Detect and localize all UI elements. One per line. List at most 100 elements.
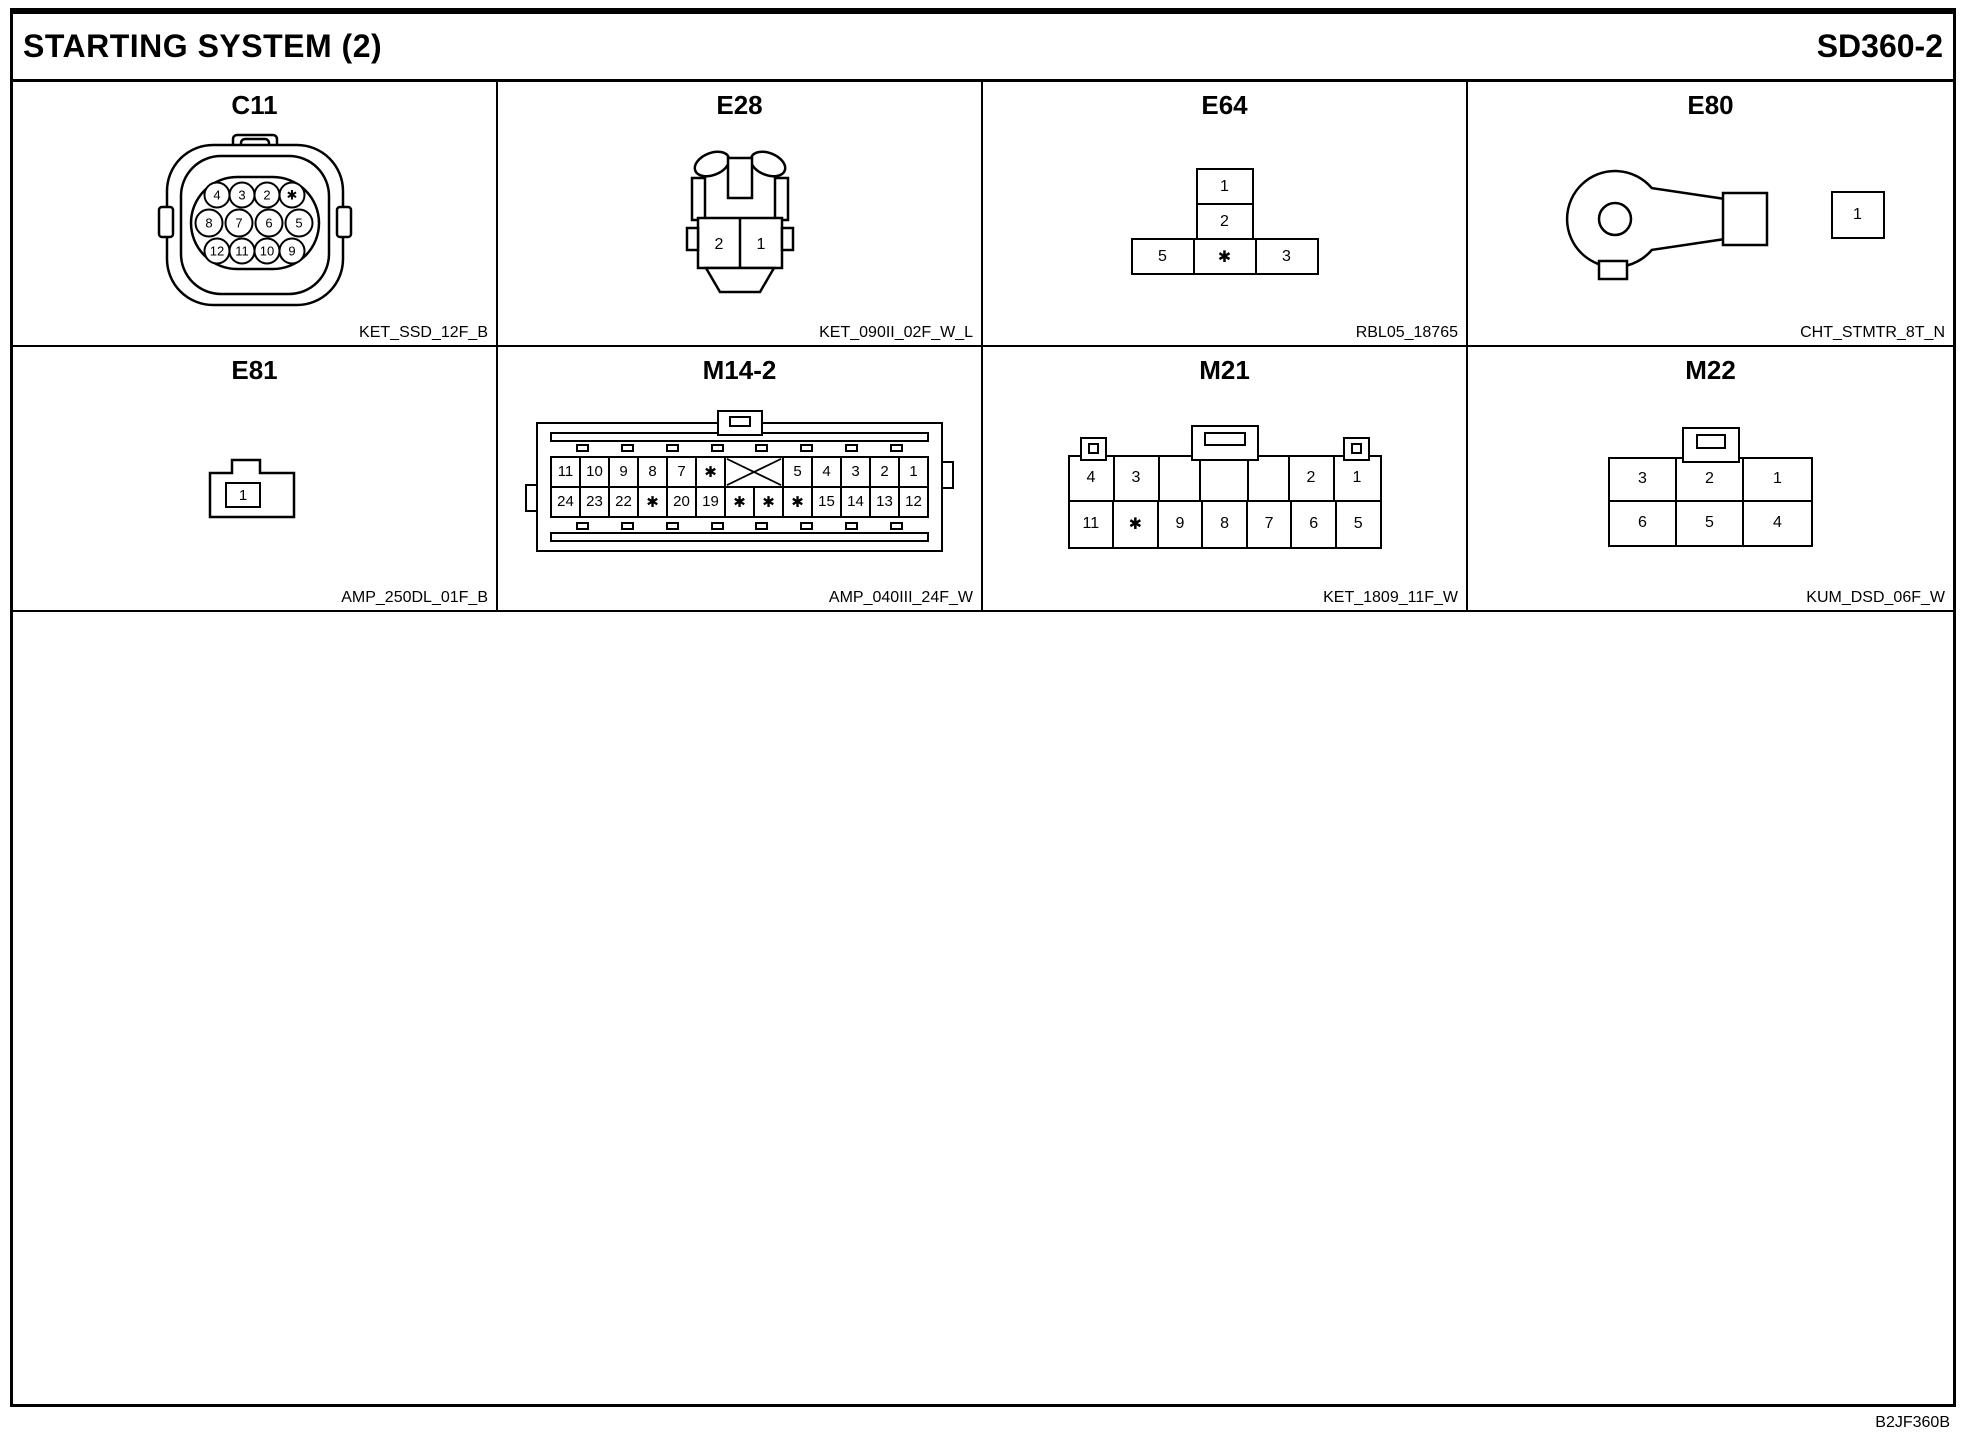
multi-pin-connector-illustration: 11 10 9 8 7 ✱: [525, 409, 954, 552]
page-code: SD360-2: [1816, 28, 1943, 64]
connector-wing: [1342, 436, 1370, 461]
top-rule: [10, 8, 1956, 14]
ring-terminal-illustration: 1: [1537, 147, 1885, 297]
pin-cell: 6: [1292, 501, 1337, 547]
pin-cell: 1: [1830, 190, 1885, 239]
pin-cell: 5: [782, 455, 813, 488]
pin-cell: 24: [550, 485, 581, 518]
pin-number: 5: [1705, 514, 1714, 531]
pin-number: 15: [818, 493, 835, 510]
pin-number: 1: [909, 463, 918, 480]
pin-cell: 2: [1290, 456, 1335, 500]
empty-panel: [13, 612, 1953, 1404]
pin-number: 9: [288, 243, 295, 258]
pin-cell: 3: [1254, 238, 1319, 275]
connector-cell-e81: E81 1 AMP_250DL_01F_B: [13, 347, 498, 612]
pin-row: 5 ✱ 3: [1130, 238, 1319, 275]
single-pin-connector-illustration: 1: [208, 458, 295, 518]
pin-cell: 1: [1744, 459, 1811, 502]
pin-cell: 1: [1335, 457, 1380, 500]
connector-ear: [941, 460, 954, 489]
connector-cell-e80: E80 1: [1468, 82, 1953, 347]
connector-body: 4 3 2 1 11 ✱ 9 8 7: [1067, 454, 1382, 549]
pin-cell: 7: [666, 455, 697, 488]
pin-row: 4 3 2 1: [1069, 456, 1380, 502]
connector-rail-teeth: [550, 443, 929, 452]
connector-part-number-e64: RBL05_18765: [1355, 324, 1458, 341]
connector-id-e64: E64: [1201, 90, 1248, 120]
pin-number: 8: [1220, 515, 1229, 532]
connector-id-m22: M22: [1685, 355, 1736, 385]
latch-legs: [1198, 456, 1249, 500]
pin-number: 3: [1638, 470, 1647, 487]
connector-part-number-m21: KET_1809_11F_W: [1323, 589, 1458, 606]
connector-cell-m21: M21 4 3 2 1: [983, 347, 1468, 612]
x-mark-icon: [726, 457, 782, 486]
pin-number: 5: [793, 463, 802, 480]
pin-number: 23: [586, 493, 603, 510]
pin-number: 24: [557, 493, 574, 510]
connector-drawing-e64: 1 2 5 ✱ 3: [983, 124, 1466, 319]
connector-drawing-m22: 3 2 1 6 5 4: [1468, 389, 1953, 584]
pin-number: 11: [1082, 515, 1100, 532]
pin-number: ✱: [646, 493, 659, 511]
connector-cell-m22: M22 3 2 1 6 5 4 KUM_DSD_06F_W: [1468, 347, 1953, 612]
pin-number: 2: [263, 187, 270, 202]
pin-cell: 3: [1115, 456, 1160, 500]
connector-wing-slot: [1350, 442, 1362, 454]
pin-cell: 1: [898, 455, 929, 488]
diagram-frame: STARTING SYSTEM (2) SD360-2 C11: [10, 14, 1956, 1407]
pin-cell: 2: [869, 455, 900, 488]
connector-id-m21: M21: [1199, 355, 1250, 385]
pin-number: 9: [1175, 515, 1185, 532]
pin-cell: 12: [898, 485, 929, 518]
pin-number: 3: [1282, 247, 1291, 265]
document-reference-code: B2JF360B: [1875, 1414, 1950, 1431]
pin-number: 8: [205, 215, 212, 230]
page-title: STARTING SYSTEM (2): [23, 28, 383, 64]
pin-number: 7: [1264, 515, 1274, 532]
connector-cell-e64: E64 1 2 5 ✱ 3 RBL05_18765: [983, 82, 1468, 347]
pin-cell: 9: [608, 455, 639, 488]
pin-cell: 8: [637, 455, 668, 488]
pin-cell: 1: [1195, 168, 1254, 205]
pin-cell: ✱: [1192, 238, 1257, 275]
pin-number: 3: [1131, 469, 1141, 486]
connector-part-number-e81: AMP_250DL_01F_B: [341, 589, 488, 606]
pin-cell: 4: [1744, 502, 1811, 545]
connector-latch-slot: [728, 415, 751, 427]
pin-cell: 4: [811, 455, 842, 488]
pin-cell: 7: [1248, 501, 1293, 547]
connector-drawing-m21: 4 3 2 1 11 ✱ 9 8 7: [983, 389, 1466, 584]
pin-number: 10: [259, 243, 273, 258]
pin-cell: 15: [811, 485, 842, 518]
pin-cell: ✱: [724, 485, 755, 518]
connector-part-number-m22: KUM_DSD_06F_W: [1806, 589, 1945, 606]
bolt-connector-illustration: 2 1: [685, 150, 794, 293]
connector-id-m14-2: M14-2: [702, 355, 777, 385]
pin-cell: 14: [840, 485, 871, 518]
connector-id-c11: C11: [231, 90, 278, 120]
pin-cell: ✱: [637, 485, 668, 518]
pin-cell: 19: [695, 485, 726, 518]
pin-number: 1: [1352, 469, 1362, 486]
connector-rail-teeth: [550, 521, 929, 530]
multi-pin-connector-illustration: 3 2 1 6 5 4: [1608, 426, 1813, 547]
page-header: STARTING SYSTEM (2) SD360-2: [13, 14, 1953, 82]
pin-cell: 2: [1195, 203, 1254, 240]
pin-number: 10: [586, 463, 603, 480]
connector-cell-c11: C11: [13, 82, 498, 347]
pin-number: 8: [648, 463, 657, 480]
connector-part-number-m14-2: AMP_040III_24F_W: [828, 589, 973, 606]
pin-number: 3: [238, 187, 245, 202]
pin-number: ✱: [704, 463, 717, 481]
pin-row: 24 23 22 ✱ 20 19 ✱ ✱ ✱ 15 14: [550, 485, 929, 518]
connector-body: 3 2 1 6 5 4: [1608, 456, 1813, 547]
pin-number: 1: [756, 236, 765, 253]
pin-number: 2: [1306, 469, 1316, 486]
pin-number: ✱: [1217, 248, 1232, 266]
connector-drawing-e28: 2 1: [498, 124, 981, 319]
pin-cell: 22: [608, 485, 639, 518]
pin-cell: 4: [1070, 456, 1115, 500]
